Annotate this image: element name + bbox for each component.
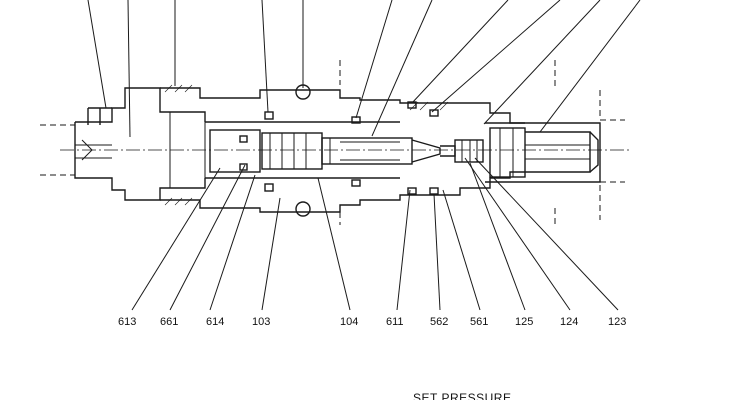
- top-leader-lines: [87, 0, 641, 138]
- label-661: 661: [160, 316, 178, 328]
- spring-chamber: [485, 122, 601, 183]
- label-561: 561: [470, 316, 488, 328]
- label-125: 125: [515, 316, 533, 328]
- label-124: 124: [560, 316, 578, 328]
- label-103: 103: [252, 316, 270, 328]
- label-123: 123: [608, 316, 626, 328]
- label-614: 614: [206, 316, 224, 328]
- label-613: 613: [118, 316, 136, 328]
- set-pressure-caption: SET PRESSURE: [413, 391, 511, 400]
- label-562: 562: [430, 316, 448, 328]
- part-number-labels: 613 661 614 103 104 611 562 561 125 124 …: [118, 316, 626, 328]
- label-611: 611: [386, 316, 404, 328]
- label-104: 104: [340, 316, 358, 328]
- section-hatching: [164, 84, 449, 206]
- housing-outline: [40, 60, 630, 225]
- piston-assembly: [209, 129, 484, 173]
- bottom-leader-lines: [131, 157, 619, 311]
